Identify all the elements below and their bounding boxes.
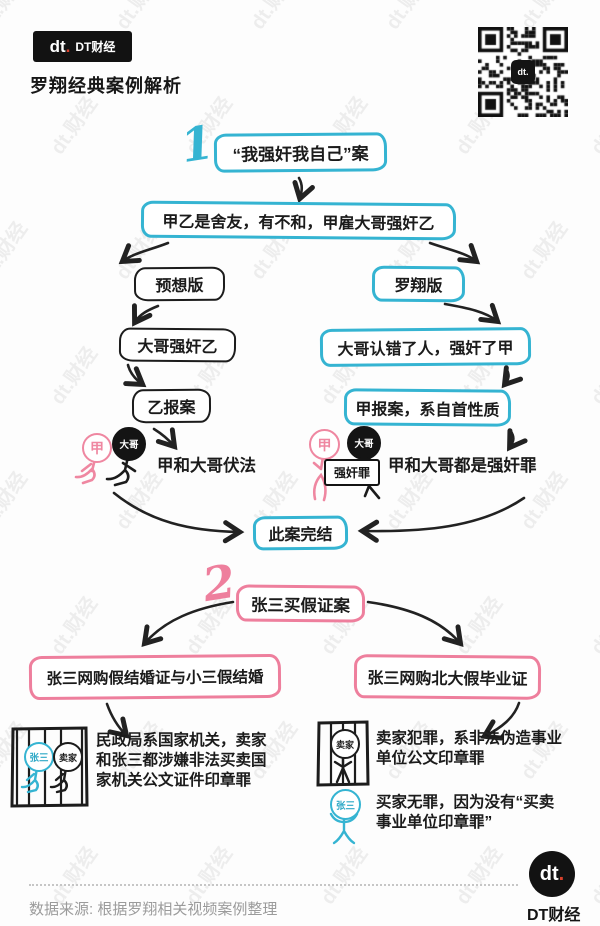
- head-dage-right: 大哥: [347, 426, 381, 460]
- head-jia-right: 甲: [309, 429, 340, 460]
- case2-right-premise-box: 张三网购北大假毕业证: [353, 654, 542, 700]
- arrow-right-step2-to-outcome: [507, 428, 528, 452]
- arrow-right-label-to-step1: [443, 302, 502, 325]
- figure-dage-left-body: [105, 455, 137, 487]
- head-zhangsan-jail: 张三: [24, 742, 54, 772]
- footer-brand-name: DT财经: [527, 907, 581, 924]
- figure-maijia-jail-body: [49, 766, 68, 794]
- case1-title-box: “我强奸我自己”案: [213, 132, 388, 173]
- head-maijia-right-jail: 卖家: [330, 729, 360, 759]
- case1-right-step1-box: 大哥认错了人，强奸了甲: [319, 327, 532, 367]
- page-title: 罗翔经典案例解析: [30, 76, 182, 96]
- figure-maijia-right-jail-body: [333, 754, 353, 784]
- case1-premise-box: 甲乙是舍友，有不和，甲雇大哥强奸乙: [140, 200, 457, 241]
- footer-divider: [29, 884, 518, 886]
- case1-left-step1-box: 大哥强奸乙: [118, 327, 237, 363]
- arrow-left-label-to-step1: [131, 303, 160, 327]
- arrow-left-step1-to-step2: [123, 363, 147, 388]
- head-dage-left: 大哥: [112, 427, 146, 461]
- arrow-premise-to-right: [428, 241, 481, 265]
- figure-zhangsan-happy-body: [329, 812, 359, 845]
- brand-name: DT财经: [75, 40, 116, 54]
- figure-jia-left-body: [74, 457, 97, 485]
- arrow-right-to-conclusion: [357, 496, 526, 543]
- case1-left-label-box: 预想版: [133, 266, 226, 302]
- crime-tag: 强奸罪: [324, 459, 380, 486]
- case2-left-premise-box: 张三网购假结婚证与小三假结婚: [28, 653, 282, 701]
- case2-title-box: 张三买假证案: [235, 584, 366, 623]
- arrow-case2-to-right: [366, 600, 464, 648]
- case1-right-step2-box: 甲报案，系自首性质: [343, 388, 512, 427]
- dt-footer-logo-icon: dt.: [529, 851, 575, 897]
- figure-zhangsan-jail-body: [20, 766, 39, 794]
- arrow-left-to-conclusion: [112, 491, 245, 544]
- head-maijia-jail: 卖家: [53, 742, 83, 772]
- head-jia-left: 甲: [82, 433, 112, 463]
- arrow-left-step2-to-outcome: [152, 427, 178, 451]
- arrow-premise-to-left: [118, 241, 170, 265]
- arrow-case2-left-down: [105, 702, 130, 739]
- arrow-case2-right-down: [480, 701, 521, 741]
- head-zhangsan-happy: 张三: [330, 789, 361, 820]
- dt-logo-badge: dt. DT财经: [33, 31, 132, 62]
- qr-center-logo: dt.: [511, 60, 535, 84]
- arrow-right-step1-to-step2: [501, 365, 524, 389]
- case1-left-outcome: 甲和大哥伏法: [157, 457, 256, 475]
- case1-right-outcome: 甲和大哥都是强奸罪: [388, 457, 537, 475]
- case2-right-buyer-outcome: 买家无罪，因为没有“买卖 事业单位印章罪”: [376, 794, 555, 831]
- arrow-case2-to-left: [141, 600, 235, 648]
- case2-right-seller-outcome: 卖家犯罪，系非法伪造事业 单位公文印章罪: [376, 730, 563, 767]
- case1-right-label-box: 罗翔版: [371, 265, 466, 303]
- data-source-note: 数据来源: 根据罗翔相关视频案例整理: [29, 901, 278, 918]
- case1-conclusion-box: 此案完结: [252, 515, 349, 551]
- arrow-case1-title-to-premise: [292, 176, 315, 204]
- case2-left-outcome: 民政局系国家机关，卖家 和张三都涉嫌非法买卖国 家机关公文证件印章罪: [96, 732, 267, 789]
- case1-left-step2-box: 乙报案: [131, 388, 212, 424]
- dt-logo-icon: dt.: [49, 36, 71, 56]
